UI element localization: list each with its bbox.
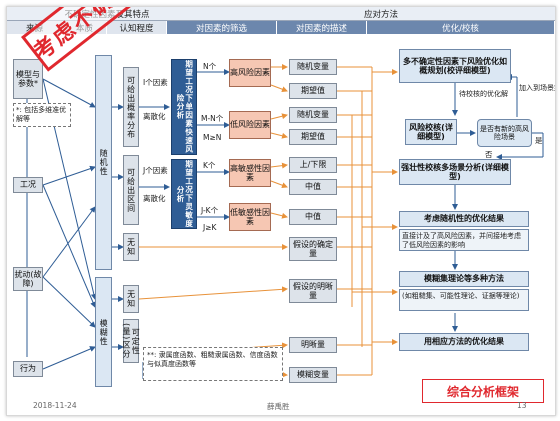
cognition-unknown-1: 无知: [123, 233, 139, 261]
fuzzy-methods-description: (如粗糙集、可能性理论、证据等理论): [399, 289, 529, 311]
header-methods-title: 应对方法: [207, 7, 555, 21]
desc-expected-value-1: 期望值: [289, 83, 337, 99]
risk-check-box: 风险校核(详细模型): [405, 119, 457, 145]
no-label: 否: [485, 150, 493, 159]
yes-label: 是: [535, 136, 543, 145]
i-factors-label: I个因素: [143, 78, 168, 87]
source-model: 模型与参数*: [13, 59, 43, 99]
desc-assumed-fuzzy: 假设的明晰量: [289, 279, 337, 303]
desc-fuzzy-variable: 模糊变量: [289, 367, 337, 383]
count-j-k: J-K个: [201, 206, 219, 215]
pending-solution-label: 待校核的优化解: [459, 90, 508, 98]
desc-assumed-deterministic: 假设的确定量: [289, 237, 337, 261]
j-factors-label: J个因素: [143, 166, 168, 175]
source-note: *: 包括多维准优解等: [13, 103, 71, 127]
risk-optimization-box: 多不确定性因素下风险优化如概规划(校评细模型): [399, 49, 511, 83]
footer-date: 2018-11-24: [33, 401, 77, 410]
new-scenario-decision: 是否有新的高风险场景: [477, 119, 532, 147]
header-optimization: 优化/校核: [367, 21, 555, 34]
cognition-unknown-2: 无知: [123, 285, 139, 313]
source-disturbance: 扰动(故障): [13, 267, 43, 291]
slide: 不确定性因素及其特点 应对方法 来源 本质 认知程度 对因素的筛选 对因素的描述…: [6, 6, 556, 416]
header-screening: 对因素的筛选: [167, 21, 277, 34]
fuzzy-result-box: 用相应方法的优化结果: [399, 333, 529, 351]
count-j-ge-k: J≥K: [203, 223, 217, 232]
desc-random-variable-1: 随机变量: [289, 59, 337, 75]
fuzzy-function-note: **: 隶属度函数、粗糙隶属函数、信度函数与似真度函数等: [143, 347, 283, 381]
nature-random: 随机性: [95, 55, 112, 270]
count-k: K个: [203, 161, 216, 170]
high-risk-factors: 高风险因素: [229, 59, 271, 87]
count-m-n: M-N个: [201, 114, 224, 123]
low-sensitivity-factors: 低敏感性因素: [229, 203, 271, 231]
framework-label: 综合分析框架: [422, 379, 544, 403]
low-risk-factors: 低风险因素: [229, 111, 271, 139]
nature-fuzzy: 模糊性: [95, 277, 112, 387]
desc-expected-value-2: 期望值: [289, 129, 337, 145]
cognition-interval: 可给出区间: [123, 155, 139, 225]
desc-median-2: 中值: [289, 209, 337, 225]
robust-check-box: 强壮性校核多场景分析(详细模型): [399, 159, 511, 185]
header-cognition: 认知程度: [107, 21, 167, 34]
footer-page: 13: [517, 401, 527, 410]
discrete-label-2: 离散化: [143, 194, 166, 203]
desc-bounds: 上/下限: [289, 157, 337, 173]
sensitivity-analysis-box: 期望工况下灵敏度分析: [171, 159, 197, 229]
count-m-ge-n: M≥N: [203, 133, 222, 142]
discrete-label-1: 离散化: [143, 112, 166, 121]
source-behavior: 行为: [13, 361, 43, 377]
header-description: 对因素的描述: [277, 21, 367, 34]
desc-median-1: 中值: [289, 179, 337, 195]
random-opt-description: 直接计及了高风险因素，并间接地考虑了低风险因素的影响: [399, 229, 529, 251]
random-opt-result: 考虑随机性的优化结果: [399, 211, 529, 227]
risk-analysis-box: 期望工况下单因素快速风险分析: [171, 59, 197, 155]
desc-random-variable-2: 随机变量: [289, 107, 337, 123]
fuzzy-methods-box: 模糊集理论等多种方法: [399, 271, 529, 287]
footer-author: 薛禹胜: [267, 402, 290, 411]
cognition-fuzzy-definable: 可定性(量)区分: [122, 319, 140, 363]
desc-fuzzy-quantity: 明晰量: [289, 337, 337, 353]
count-n: N个: [203, 62, 217, 71]
cognition-probability: 可给出概率分布: [123, 67, 139, 147]
source-conditions: 工况: [13, 177, 43, 193]
high-sensitivity-factors: 高敏感性因素: [229, 159, 271, 187]
add-to-scenarios-label: 加入到场景集: [519, 84, 555, 92]
